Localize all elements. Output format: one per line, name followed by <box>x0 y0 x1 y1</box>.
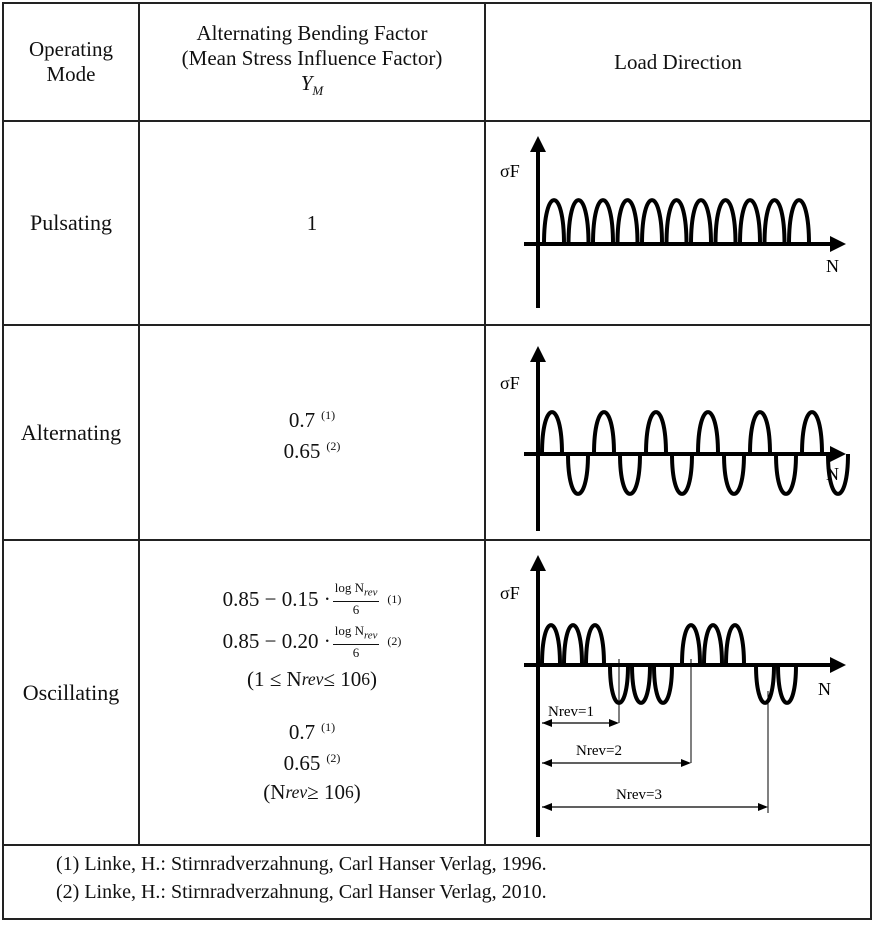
x-axis-arrow <box>830 236 846 252</box>
x-axis-label: N <box>818 679 831 699</box>
value-alternating: 0.7(1) 0.65(2) <box>283 407 341 463</box>
references: (1) Linke, H.: Stirnradverzahnung, Carl … <box>56 850 547 906</box>
mode-oscillating: Oscillating <box>22 679 120 705</box>
grid-line <box>484 2 486 845</box>
y-axis-label: σF <box>500 583 520 603</box>
nrev-2-dimension-arrow-right <box>681 759 691 767</box>
alternating-load-diagram: σF N <box>500 346 850 531</box>
nrev-3-label: Nrev=3 <box>616 787 662 803</box>
alternating-waveform <box>540 410 850 496</box>
nrev-3-dimension-arrow-left <box>542 803 552 811</box>
header-bending-factor: Alternating Bending Factor (Mean Stress … <box>140 4 484 120</box>
header-load-direction: Load Direction <box>614 49 742 74</box>
x-axis-label: N <box>826 464 839 484</box>
grid-line <box>2 539 872 541</box>
nrev-3-dimension-arrow-right <box>758 803 768 811</box>
pulsating-load-diagram: σF N <box>500 136 846 308</box>
nrev-2-label: Nrev=2 <box>576 743 622 759</box>
nrev-1-dimension-arrow-left <box>542 719 552 727</box>
reference-1: (1) Linke, H.: Stirnradverzahnung, Carl … <box>56 853 547 875</box>
mode-pulsating: Pulsating <box>30 210 112 235</box>
stress-factor-table <box>2 2 872 920</box>
y-axis-arrow <box>530 136 546 152</box>
x-axis-arrow <box>830 657 846 673</box>
grid-line <box>138 2 140 845</box>
value-pulsating: 1 <box>306 210 318 235</box>
y-axis-arrow <box>530 346 546 362</box>
nrev-2-dimension-arrow-left <box>542 759 552 767</box>
grid-line <box>2 120 872 122</box>
y-axis-label: σF <box>500 373 520 393</box>
reference-2: (2) Linke, H.: Stirnradverzahnung, Carl … <box>56 881 547 903</box>
pulsating-waveform <box>542 198 811 245</box>
x-axis-label: N <box>826 256 839 276</box>
header-operating-mode: Operating Mode <box>29 37 113 86</box>
grid-line <box>2 844 872 846</box>
mode-alternating: Alternating <box>20 419 122 445</box>
y-axis-label: σF <box>500 161 520 181</box>
nrev-1-dimension-arrow-right <box>609 719 619 727</box>
x-axis-arrow <box>830 446 846 462</box>
ym-symbol: YM <box>300 70 324 99</box>
nrev-1-label: Nrev=1 <box>548 704 594 720</box>
grid-line <box>2 324 872 326</box>
y-axis-arrow <box>530 555 546 571</box>
oscillating-load-diagram: σF N Nrev=1 Nrev=2 Nrev=3 <box>500 555 846 837</box>
